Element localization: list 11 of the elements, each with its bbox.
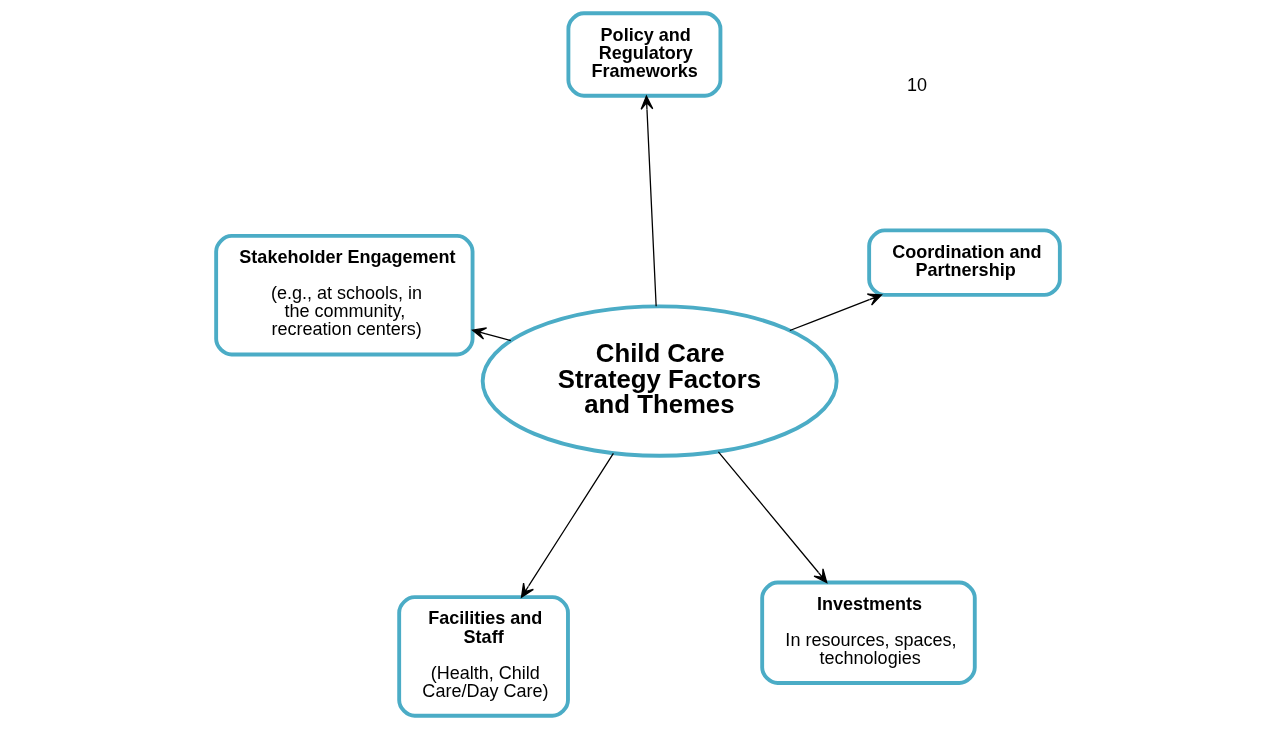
node-box: Stakeholder Engagement (e.g., at schools, in the community, recreation centers) [213,234,474,357]
node-box: Facilities and Staff (Health, Child Care/Day Care) [396,595,570,718]
arrow [520,452,614,598]
node-box: Investments In resources, spaces, technologies [759,580,977,685]
arrow [471,327,511,342]
arrow [640,95,657,307]
label: 10 [906,75,927,96]
arrow [788,293,882,332]
node-box: Policy and Regulatory Frameworks [565,11,722,98]
node-box: Coordination and Partnership [866,228,1062,297]
arrow [717,451,827,584]
